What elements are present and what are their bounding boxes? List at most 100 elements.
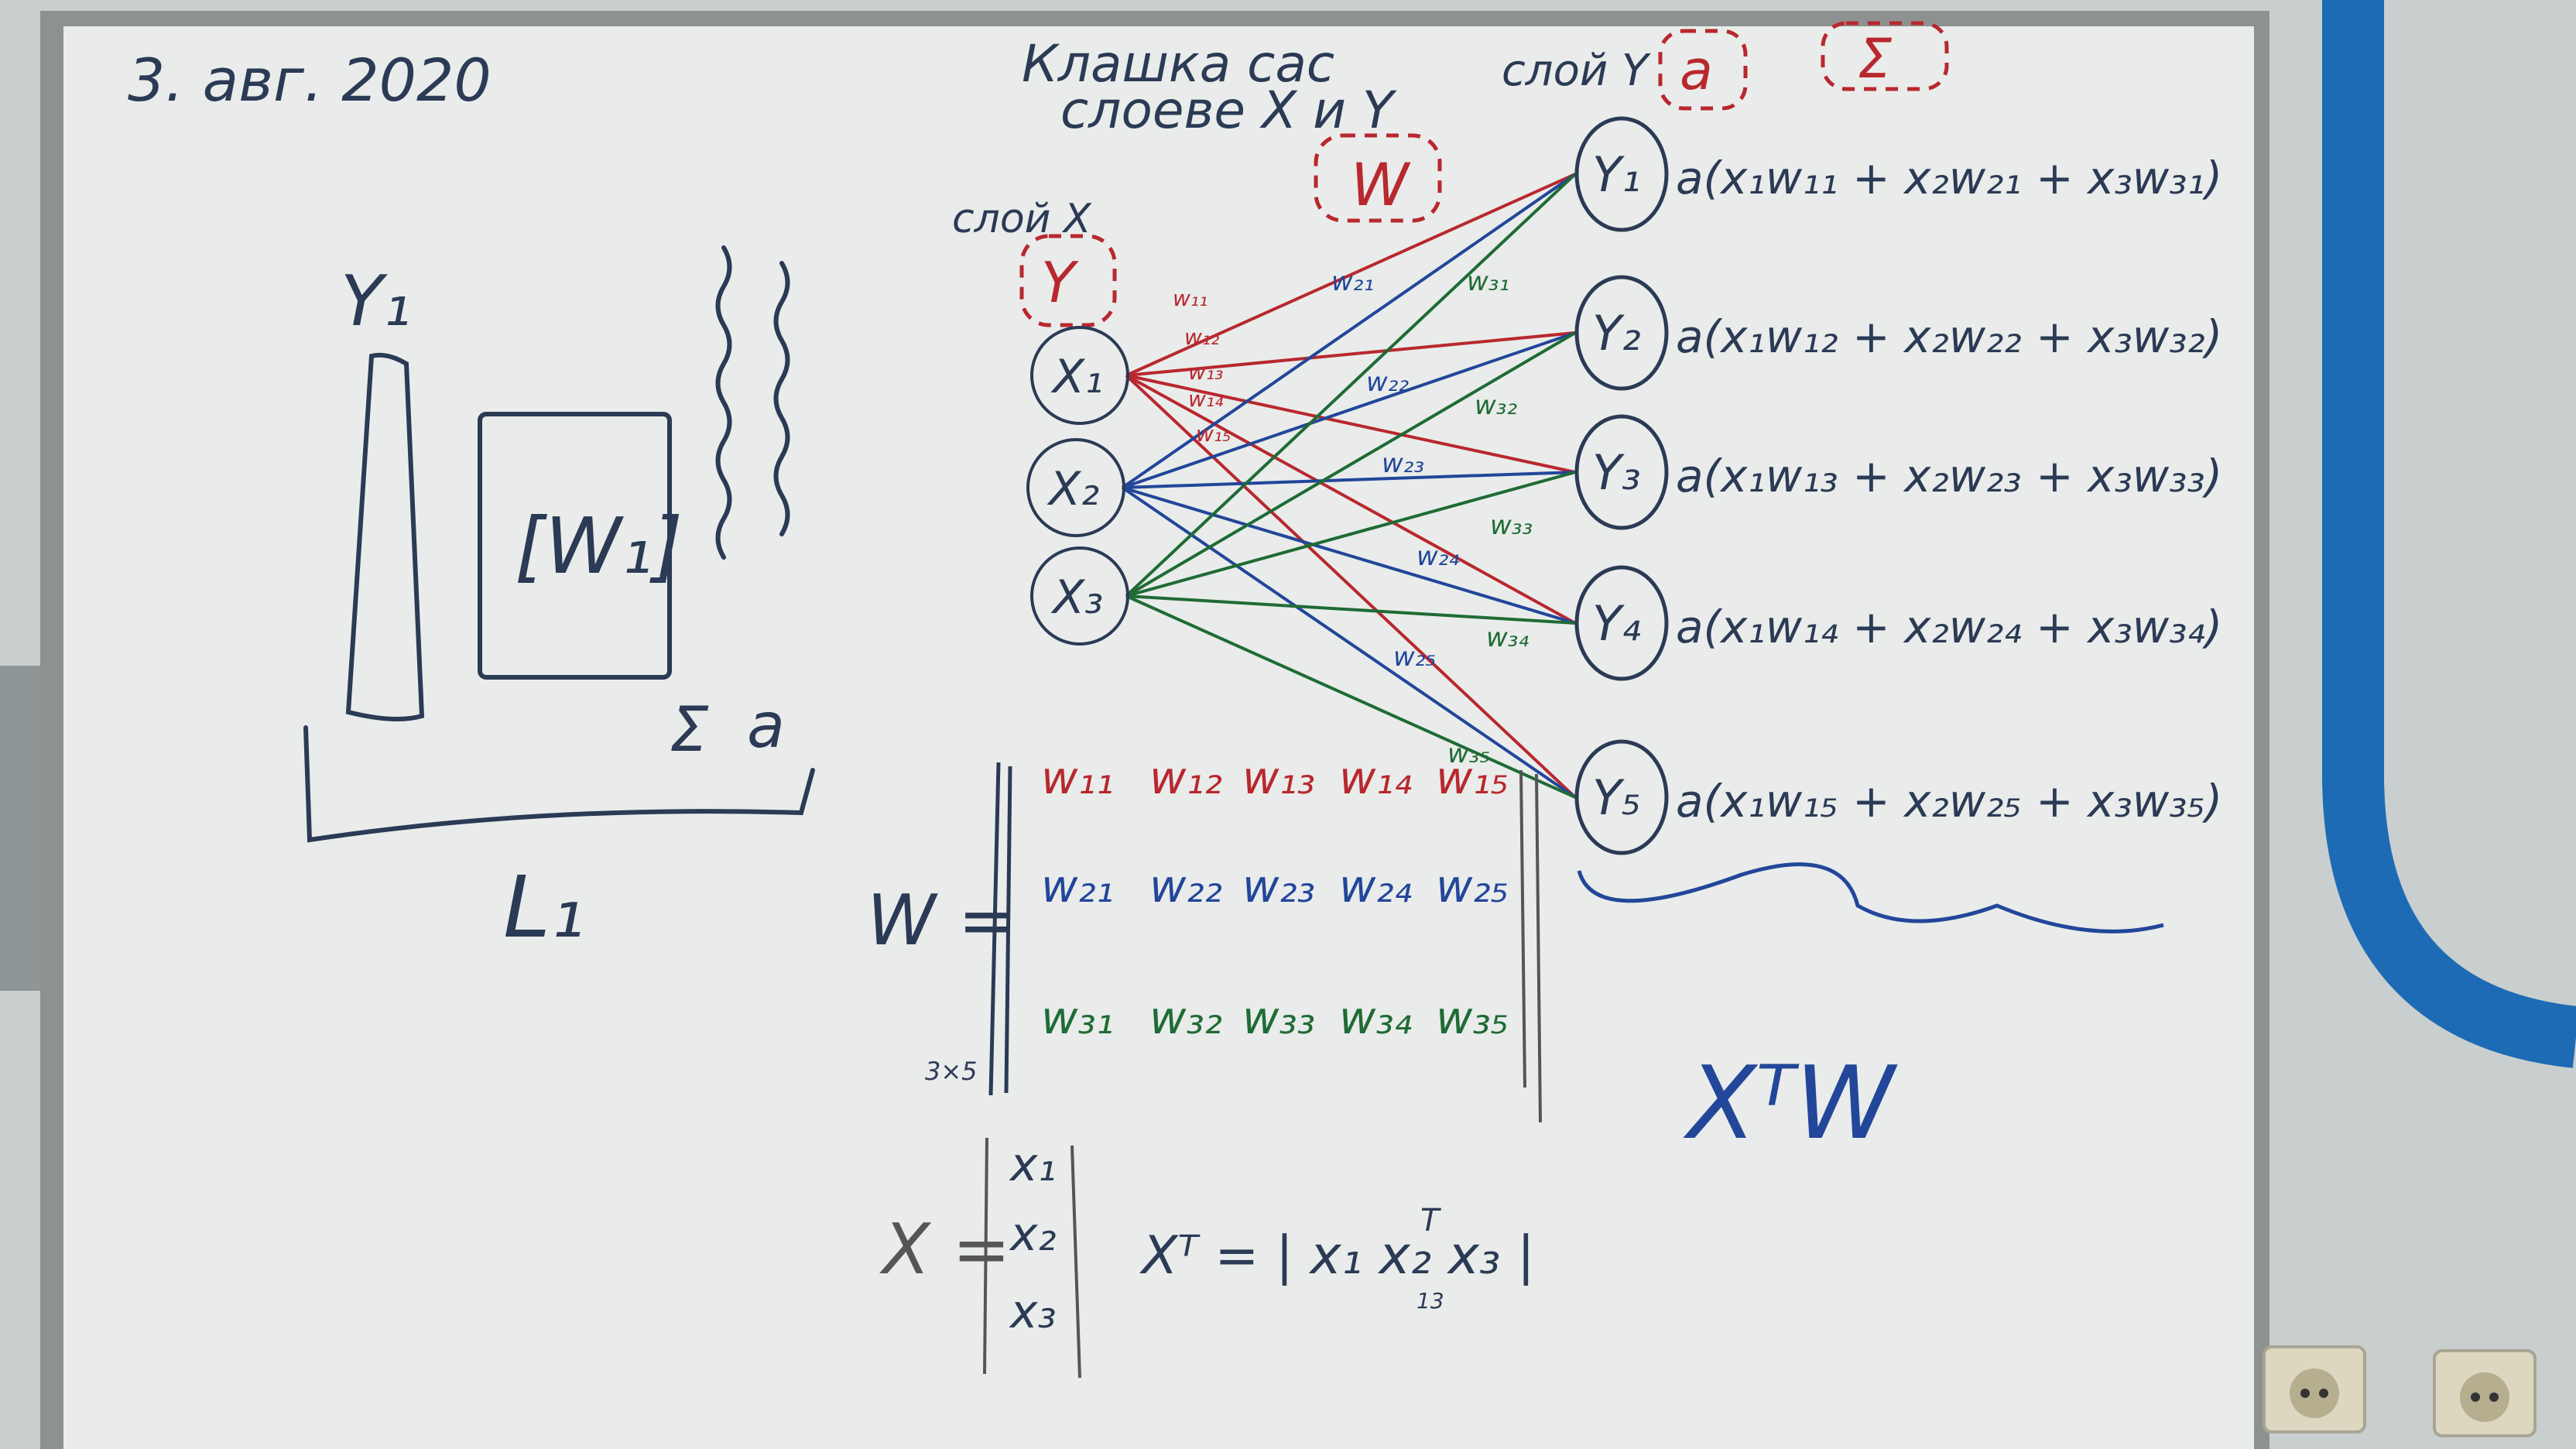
edge-weight-label: w₁₄ <box>1188 386 1223 412</box>
network-edge <box>1121 173 1577 489</box>
edge-weight-label: w₂₅ <box>1393 642 1436 673</box>
matrix-cell: w₁₁ <box>1041 752 1114 804</box>
matrix-cell: w₂₄ <box>1339 860 1412 913</box>
power-socket <box>2433 1349 2537 1437</box>
wall-blue-stripe <box>2322 0 2576 1068</box>
output-formula: a(x₁w₁₁ + x₂w₂₁ + x₃w₃₁) <box>1676 152 2222 204</box>
matrix-cell: w₂₁ <box>1041 860 1114 913</box>
sigma-dashed-box <box>1821 21 1949 91</box>
activation-dashed-box <box>1658 29 1748 111</box>
edge-weight-label: w₁₂ <box>1184 324 1219 350</box>
layer-x-label: слой X <box>952 196 1092 242</box>
output-node-label: Y₄ <box>1592 595 1641 652</box>
network-edge <box>1125 374 1576 625</box>
network-edge <box>1122 486 1576 625</box>
output-node-label: Y₅ <box>1592 769 1641 826</box>
matrix-size: 3×5 <box>925 1057 978 1086</box>
date-label: 3. авг. 2020 <box>128 46 492 115</box>
left-activation-label: a <box>747 690 785 762</box>
matrix-cell: w₂₃ <box>1242 860 1315 913</box>
network-edge <box>1125 331 1577 598</box>
output-node <box>1574 275 1669 391</box>
whiteboard-surface <box>63 26 2254 1449</box>
network-edge-labels: w₁₁w₁₂w₁₃w₁₄w₁₅w₂₁w₂₂w₂₃w₂₄w₂₅w₃₁w₃₂w₃₃w… <box>1173 266 1533 769</box>
edge-weight-label: w₂₁ <box>1331 266 1374 297</box>
output-formula: a(x₁w₁₂ + x₂w₂₂ + x₃w₃₂) <box>1676 310 2222 363</box>
vector-bars <box>983 1137 1081 1379</box>
transpose-size: 13 <box>1416 1288 1444 1314</box>
input-node <box>1030 326 1129 425</box>
edge-weight-label: w₃₃ <box>1490 510 1533 541</box>
network-edge <box>1125 331 1576 377</box>
edge-weight-label: w₂₄ <box>1416 541 1459 572</box>
left-l1-label: L₁ <box>503 858 584 957</box>
title-line-2: слоеве X и Y <box>1060 80 1397 140</box>
transpose-expression: Xᵀ = | x₁ x₂ x₃ | <box>1139 1225 1535 1286</box>
output-formula: a(x₁w₁₃ + x₂w₂₃ + x₃w₃₃) <box>1676 450 2222 502</box>
network-edge <box>1125 471 1576 598</box>
layer-y-activation: a <box>1680 39 1713 102</box>
input-node-label: X₂ <box>1046 462 1099 516</box>
matrix-cell: w₃₃ <box>1242 992 1315 1044</box>
transpose-sup: T <box>1420 1203 1442 1238</box>
network-edge <box>1125 374 1577 799</box>
edge-weight-label: w₁₃ <box>1188 359 1223 385</box>
product-label: XᵀW <box>1683 1044 1898 1162</box>
edge-weight-label: w₂₂ <box>1366 367 1409 398</box>
matrix-cell: w₂₅ <box>1436 860 1509 913</box>
network-edge <box>1122 331 1576 489</box>
vector-entry: x₂ <box>1009 1208 1057 1262</box>
output-node <box>1574 414 1669 530</box>
matrix-cell: w₁₃ <box>1242 752 1315 804</box>
network-edges <box>1121 173 1577 799</box>
output-formula: a(x₁w₁₄ + x₂w₂₄ + x₃w₃₄) <box>1676 601 2222 653</box>
layer-x-y: Y <box>1041 250 1079 315</box>
edge-weight-label: w₃₅ <box>1447 738 1490 769</box>
output-node <box>1574 565 1669 681</box>
output-node-label: Y₃ <box>1592 444 1641 501</box>
title-line-1: Клашка сас <box>1022 34 1334 94</box>
network-edge <box>1125 374 1576 474</box>
network-edge <box>1125 173 1576 377</box>
matrix-cell: w₁₅ <box>1436 752 1509 804</box>
vector-entries: x₁ x₂ x₃ <box>1009 1138 1057 1339</box>
network-edge <box>1125 173 1577 598</box>
edge-weight-label: w₁₁ <box>1173 286 1208 311</box>
left-y1-label: Y₁ <box>341 261 411 342</box>
output-formula: a(x₁w₁₅ + x₂w₂₅ + x₃w₃₅) <box>1676 775 2222 827</box>
output-node-label: Y₂ <box>1592 305 1641 361</box>
edge-weight-label: w₂₃ <box>1382 448 1424 479</box>
network-edge <box>1121 486 1577 799</box>
output-node <box>1574 739 1669 855</box>
wall-object-left <box>0 666 46 991</box>
left-layer-sketch <box>303 245 815 843</box>
edge-weight-label: w₃₂ <box>1475 390 1517 421</box>
matrix-cell: w₁₄ <box>1339 752 1412 804</box>
matrix-cell: w₃₄ <box>1339 992 1412 1044</box>
matrix-cell: w₃₂ <box>1149 992 1222 1044</box>
matrix-cell: w₃₁ <box>1041 992 1114 1044</box>
left-sigma-label: Σ <box>670 694 709 766</box>
matrix-cell: w₁₂ <box>1149 752 1222 804</box>
matrix-right-bar <box>1519 769 1542 1123</box>
vector-name: X = <box>879 1209 1011 1290</box>
matrix-cells: w₁₁ w₁₂ w₁₃ w₁₄ w₁₅ w₂₁ w₂₂ w₂₃ w₂₄ w₂₅ w₃₁ w₃₂ w₃₃ w… <box>1041 752 1509 1044</box>
layer-y-sigma: Σ <box>1858 27 1893 91</box>
weights-label: W <box>1351 150 1411 219</box>
power-socket <box>2263 1345 2366 1434</box>
matrix-cell: w₂₂ <box>1149 860 1222 913</box>
vector-entry: x₁ <box>1009 1138 1057 1192</box>
vector-entry: x₃ <box>1009 1285 1057 1339</box>
output-underline-wave <box>1577 862 2164 933</box>
network-edge <box>1125 594 1576 625</box>
network-edge <box>1125 594 1576 799</box>
matrix-left-bar <box>988 762 1012 1096</box>
edge-weight-label: w₃₁ <box>1467 266 1509 297</box>
input-node-label: X₁ <box>1050 350 1103 404</box>
layer-y-label: слой Y <box>1502 46 1651 96</box>
matrix-cell: w₃₅ <box>1436 992 1509 1044</box>
matrix-name: W = <box>867 880 1016 961</box>
